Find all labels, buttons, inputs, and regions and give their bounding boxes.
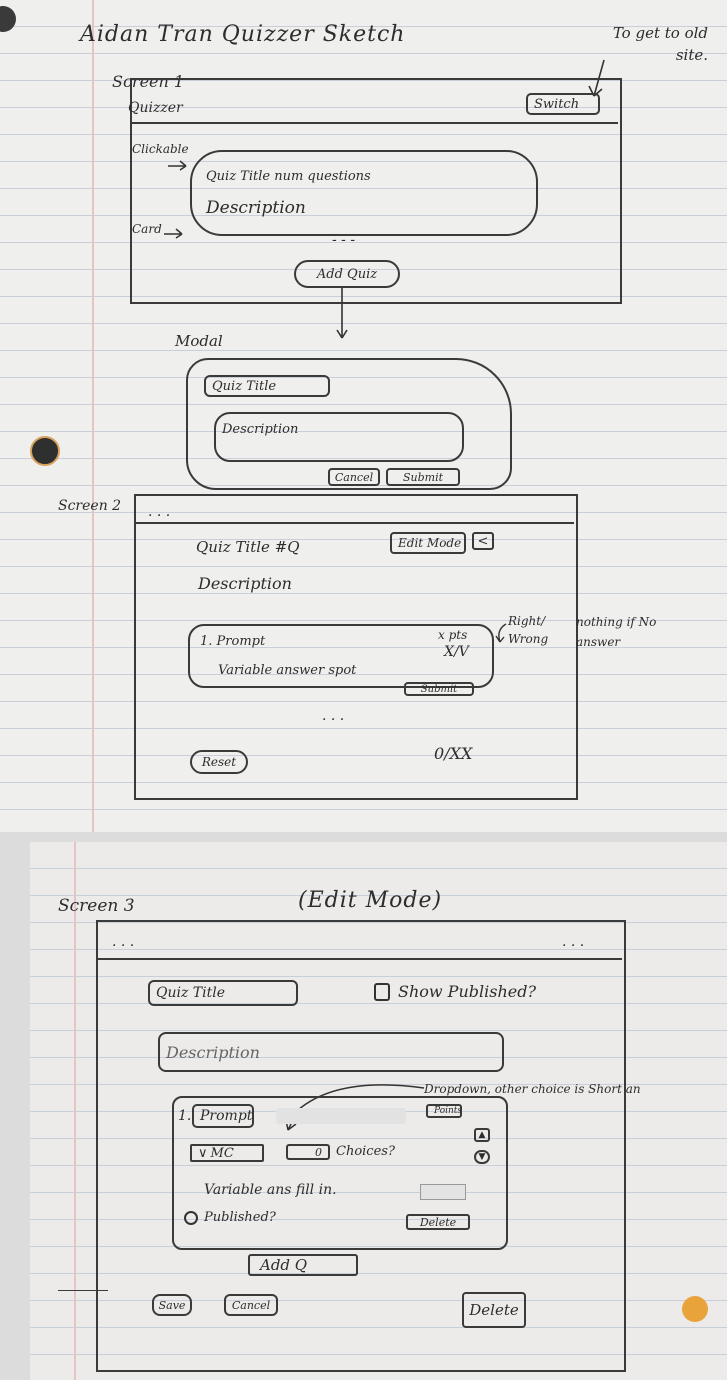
question-number: 1. [178, 1108, 192, 1124]
note-clickable: Clickable [132, 142, 189, 156]
note-old-site: To get to old site. [612, 24, 708, 64]
edit-mode-button[interactable]: Edit Mode [390, 532, 466, 554]
ellipsis: - - - [332, 232, 356, 248]
header-divider [96, 958, 622, 960]
punch-hole [682, 1296, 708, 1322]
modal-label: Modal [175, 332, 223, 350]
question-type-dropdown[interactable]: ∨ MC [190, 1144, 264, 1162]
choices-label: Choices? [336, 1144, 395, 1159]
punch-hole [0, 6, 16, 32]
topbar-dots: . . . [112, 934, 135, 950]
quiz-card[interactable]: Quiz Title num questions Description [190, 150, 538, 236]
note-arrow-icon [164, 228, 183, 239]
show-published-checkbox[interactable]: Show Published? [374, 982, 536, 1001]
screen2-label: Screen 2 [58, 498, 122, 514]
note-dropdown: Dropdown, other choice is Short an [424, 1082, 641, 1096]
modal-title-input[interactable]: Quiz Title [204, 375, 330, 397]
stray-line [58, 1290, 108, 1291]
add-question-button[interactable]: Add Q [248, 1254, 358, 1276]
note-card: Card [132, 222, 162, 236]
show-published-label: Show Published? [398, 982, 537, 1001]
question-points: x pts [438, 628, 468, 642]
question-editor-card: 1. Prompt Points ▲ ▼ ∨ MC 0 Choices? Var… [172, 1096, 508, 1250]
checkbox-icon [184, 1210, 198, 1225]
punch-hole [30, 436, 60, 466]
back-button[interactable]: < [472, 532, 494, 550]
topbar-dots: . . . [562, 934, 585, 950]
answer-fill-in[interactable]: Variable ans fill in. [204, 1182, 337, 1198]
modal-description-input[interactable]: Description [214, 412, 464, 462]
note-nothing: nothing if No answer [576, 615, 657, 649]
delete-quiz-button[interactable]: Delete [462, 1292, 526, 1328]
published-checkbox[interactable]: Published? [184, 1210, 276, 1225]
add-quiz-button[interactable]: Add Quiz [294, 260, 400, 288]
prompt-input[interactable]: Prompt [192, 1104, 254, 1128]
delete-question-button[interactable]: Delete [406, 1214, 470, 1230]
up-arrow-icon: ▲ [478, 1130, 486, 1140]
question-card: 1. Prompt Variable answer spot [188, 624, 494, 688]
screen2-frame: . . . Quiz Title #Q Edit Mode < Descript… [134, 494, 578, 800]
sketch-sheet-top: Aidan Tran Quizzer Sketch To get to old … [0, 0, 727, 832]
published-label: Published? [204, 1210, 276, 1225]
app-title: Quizzer [128, 100, 183, 116]
note-arrow-icon [168, 160, 187, 171]
down-arrow-icon [336, 288, 348, 339]
points-input[interactable]: Points [426, 1104, 462, 1118]
answer-spot[interactable]: Variable answer spot [218, 663, 357, 678]
margin-line [74, 842, 76, 1380]
cancel-button[interactable]: Cancel [224, 1294, 278, 1316]
description-input[interactable]: Description [158, 1032, 504, 1072]
move-down-button[interactable]: ▼ [474, 1150, 490, 1164]
prompt-text-area[interactable] [276, 1108, 406, 1124]
question-result: X/V [444, 644, 469, 660]
quiz-card-title: Quiz Title num questions [206, 168, 371, 184]
score: 0/XX [434, 744, 473, 763]
question-submit-button[interactable]: Submit [404, 682, 474, 696]
margin-line [92, 0, 94, 832]
answer-input[interactable] [420, 1184, 466, 1200]
choices-count-input[interactable]: 0 [286, 1144, 330, 1160]
screen1-frame: Quizzer Switch Quiz Title num questions … [128, 78, 622, 304]
submit-button[interactable]: Submit [386, 468, 460, 486]
sketch-title: Aidan Tran Quizzer Sketch [80, 22, 406, 47]
quiz-title-input[interactable]: Quiz Title [148, 980, 298, 1006]
chevron-down-icon: ∨ [198, 1145, 208, 1161]
quiz-title: Quiz Title #Q [196, 538, 300, 556]
note-right-wrong: Right/ Wrong [508, 614, 549, 646]
header-divider [134, 522, 574, 524]
quiz-description: Description [198, 574, 292, 593]
switch-button[interactable]: Switch [526, 93, 600, 115]
edit-mode-label: (Edit Mode) [298, 888, 443, 913]
quiz-card-description: Description [206, 197, 306, 218]
question-prompt: 1. Prompt [200, 634, 266, 649]
note-arrow-icon [495, 623, 507, 643]
reset-button[interactable]: Reset [190, 750, 248, 774]
move-up-button[interactable]: ▲ [474, 1128, 490, 1142]
question-type-value: MC [210, 1145, 234, 1161]
cancel-button[interactable]: Cancel [328, 468, 380, 486]
screen3-frame: . . . . . . Quiz Title Show Published? D… [96, 920, 641, 1372]
ellipsis: . . . [322, 708, 345, 724]
modal-frame: Quiz Title Description Cancel Submit [186, 358, 512, 490]
screen3-label: Screen 3 [58, 896, 135, 916]
topbar-dots: . . . [148, 504, 171, 520]
sketch-sheet-bottom: Screen 3 (Edit Mode) . . . . . . Quiz Ti… [30, 842, 727, 1380]
checkbox-icon [374, 982, 390, 1001]
down-arrow-icon: ▼ [478, 1152, 486, 1162]
save-button[interactable]: Save [152, 1294, 192, 1316]
header-divider [130, 122, 618, 124]
